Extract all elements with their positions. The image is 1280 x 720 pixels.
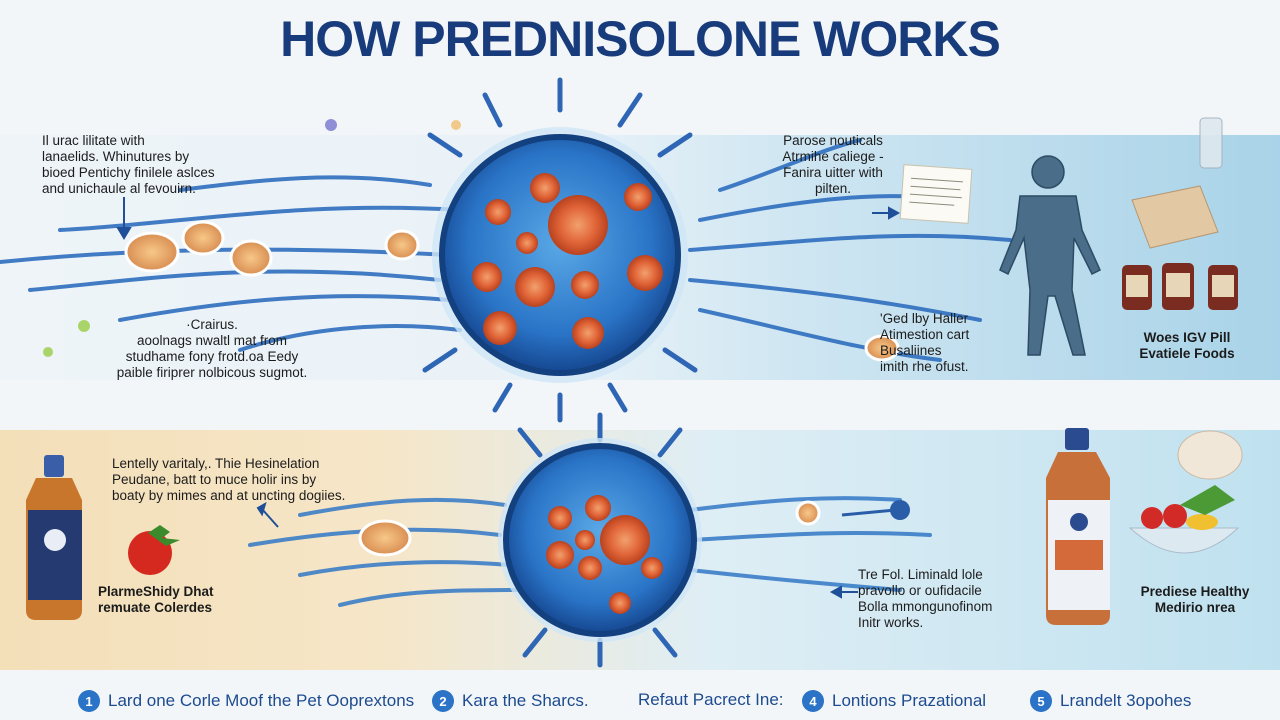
footer-step-3: Refaut Pacrect Ine: [638,690,784,710]
immune-cell-icon [546,495,663,614]
note-mid-right: 'Ged lby Haller Atimestion cart Busaliin… [880,311,970,374]
footer-step-text: Lontions Prazational [832,691,987,710]
probe-dot [890,500,910,520]
blob-cells-lower [358,500,821,557]
note-bottom-right: Tre Fol. Liminald lole pravollo or oufid… [858,567,993,630]
page-title: HOW PREDNISOLONE WORKS [280,11,1001,67]
note-mid-left: ·Crairus. aoolnags nwaltl mat from studh… [116,317,308,380]
label-healthy: Prediese Healthy Medirio nrea [1140,584,1250,615]
footer-step-text: Lard one Corle Moof the Pet Ooprextons [108,691,415,710]
footer-step-2: 2 Kara the Sharcs. [432,690,589,712]
note-bottom-left: Lentelly varitaly,. Thie Hesinelation Pe… [112,456,346,503]
jar-icon [1122,117,1238,310]
neuron-cell-icon [432,127,688,383]
immune-cell-icon [472,173,663,349]
tomato-icon [128,525,180,575]
step-number-badge: 1 [78,690,100,712]
cell-spikes-upper [422,77,698,423]
fiber-network-lower [248,496,932,607]
blob-cells-upper [124,220,900,362]
footer-step-5: 5 Lrandelt 3opohes [1030,690,1191,712]
footer-step-text: Kara the Sharcs. [462,691,589,710]
document-icon [899,164,973,224]
illustration [0,77,1243,668]
particles [43,119,461,357]
human-body-icon [999,155,1101,356]
note-top-right: Parose nouticals Atrmihe caliege - Fanir… [782,133,884,196]
arrow-icons [116,197,901,599]
bottle-icon [26,455,82,620]
bottle-icon [1046,428,1110,625]
footer-steps: 1 Lard one Corle Moof the Pet Ooprextons… [0,690,1280,720]
label-diet: PlarmeShidy Dhat remuate Colerdes [98,584,214,615]
footer-step-text: Lrandelt 3opohes [1060,691,1192,710]
note-top-left: Il urac lilitate with lanaelids. Whinutu… [42,133,215,196]
footer-step-1: 1 Lard one Corle Moof the Pet Ooprextons [78,690,414,712]
footer-step-4: 4 Lontions Prazational [802,690,986,712]
step-number-badge: 4 [802,690,824,712]
label-pill-foods: Woes IGV Pill Evatiele Foods [1139,330,1235,361]
step-number-badge: 5 [1030,690,1052,712]
fiber-network-upper [0,138,1012,362]
step-number-badge: 2 [432,690,454,712]
fruit-bowl-icon [1128,430,1243,554]
cell-spikes-lower [517,412,683,668]
footer-step-text: Refaut Pacrect Ine: [638,690,784,709]
